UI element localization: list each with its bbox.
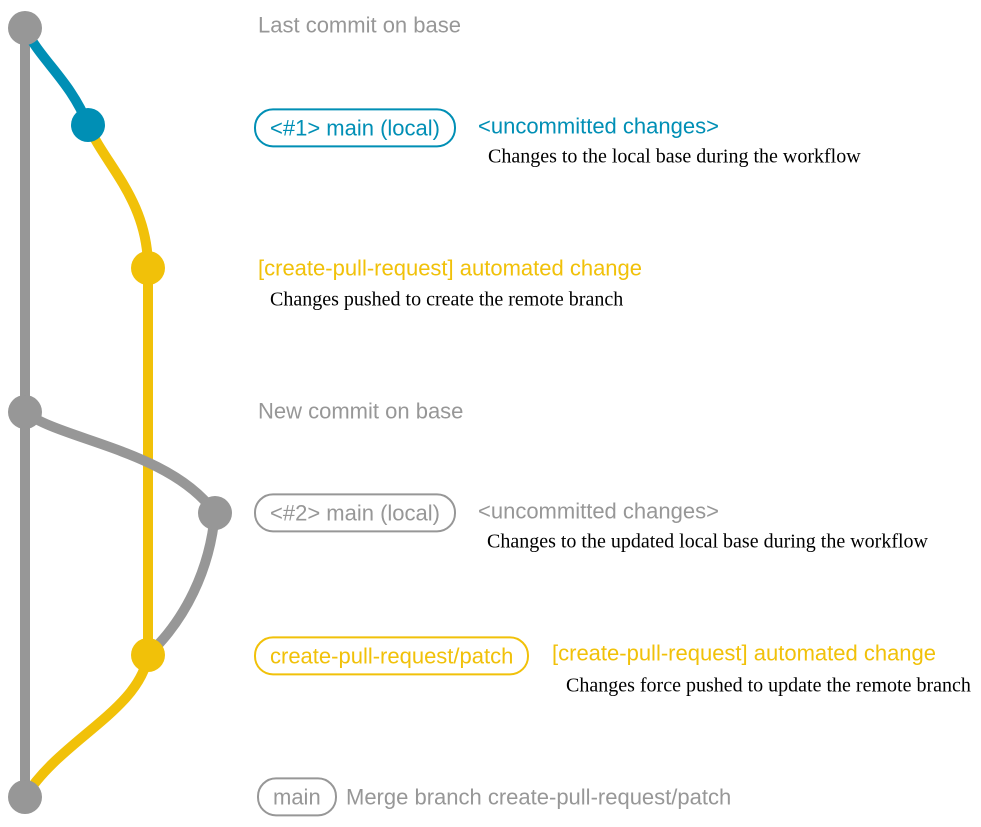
- commit-message-automated-1: [create-pull-request] automated change: [258, 255, 643, 281]
- branch-label-main-local-1: <#1> main (local): [254, 108, 456, 148]
- branch-label-create-pull-request-patch: create-pull-request/patch: [254, 636, 530, 676]
- commit-message-uncommitted-2: <uncommitted changes>: [478, 498, 719, 524]
- note-local-base-changes: Changes to the local base during the wor…: [488, 145, 861, 168]
- commit-dot-new-base: [8, 395, 42, 429]
- commit-dot-last-base: [8, 11, 42, 45]
- branch-label-main-local-2: <#2> main (local): [254, 493, 456, 533]
- git-graph: [8, 11, 232, 814]
- label-new-commit-on-base: New commit on base: [258, 398, 464, 424]
- commit-dot-automated-change-1: [131, 251, 165, 285]
- note-updated-local-base-changes: Changes to the updated local base during…: [487, 530, 928, 553]
- branch-line-main-local-2-merge: [143, 508, 220, 660]
- branch-line-main-local-1: [20, 23, 93, 130]
- branch-line-create-pull-request: [83, 120, 153, 660]
- note-force-pushed-update-branch: Changes force pushed to update the remot…: [566, 674, 971, 697]
- label-last-commit-on-base: Last commit on base: [258, 12, 461, 38]
- commit-dot-automated-change-2: [131, 638, 165, 672]
- branch-line-main-local-2-out: [20, 407, 220, 518]
- branch-label-main: main: [257, 777, 337, 817]
- commit-dot-merge: [8, 780, 42, 814]
- commit-message-merge-branch: Merge branch create-pull-request/patch: [346, 784, 732, 810]
- commit-message-automated-2: [create-pull-request] automated change: [552, 640, 937, 666]
- branch-line-merge-to-base: [20, 650, 153, 802]
- commit-dot-main-local-2: [198, 496, 232, 530]
- commit-message-uncommitted-1: <uncommitted changes>: [478, 113, 719, 139]
- commit-dot-main-local-1: [71, 108, 105, 142]
- note-pushed-to-create-branch: Changes pushed to create the remote bran…: [270, 288, 624, 311]
